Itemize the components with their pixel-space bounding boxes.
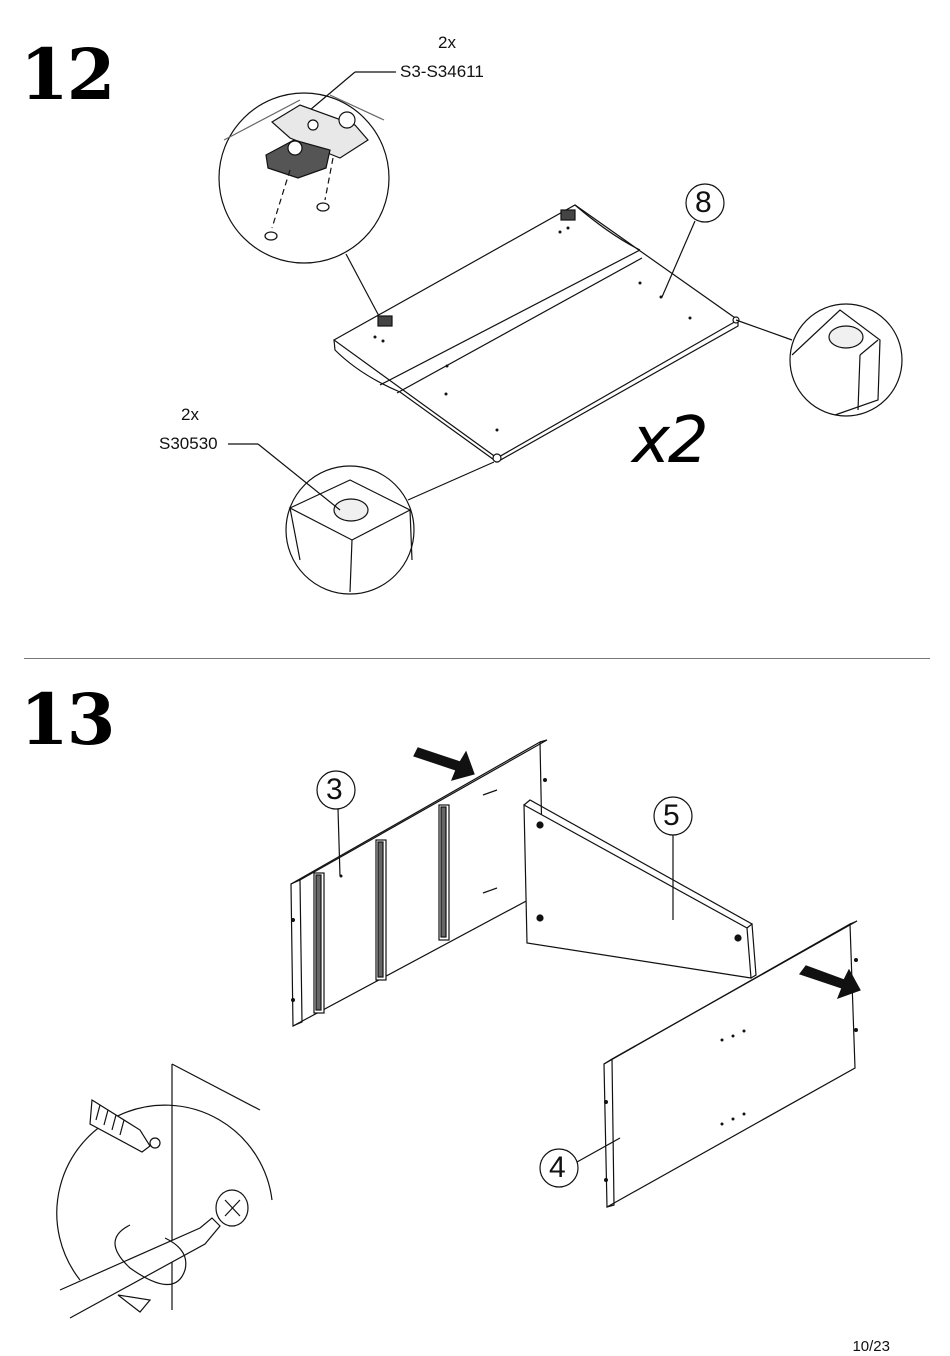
- part-number-4: 4: [549, 1151, 566, 1185]
- right-pad-detail-circle: [736, 304, 902, 416]
- section-divider: [24, 658, 930, 659]
- hinge-detail-circle: [219, 72, 396, 263]
- panel-5: [524, 800, 756, 978]
- part-number-8: 8: [695, 186, 712, 220]
- part-number-5: 5: [663, 799, 680, 833]
- panel-8: [334, 205, 739, 462]
- screwdriver-detail-circle: [57, 1064, 272, 1318]
- left-pad-detail-circle: [228, 444, 494, 594]
- step-number-13: 13: [20, 685, 113, 755]
- insert-arrow-left: [414, 748, 474, 780]
- part-number-3: 3: [326, 773, 343, 807]
- page-number: 10/23: [852, 1338, 890, 1355]
